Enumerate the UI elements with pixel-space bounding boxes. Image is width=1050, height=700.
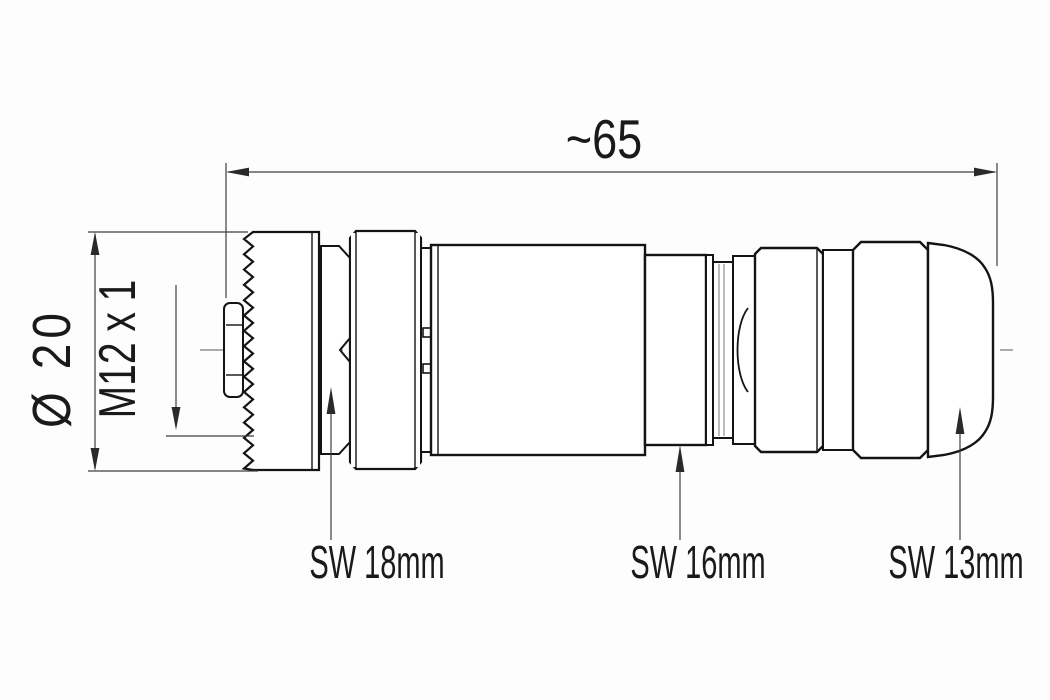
leader-sw16: SW 16mm — [630, 445, 766, 589]
knurl-ring-rear — [851, 240, 930, 460]
end-cone — [926, 241, 995, 459]
body-step — [643, 253, 714, 447]
hex-sw18 — [320, 245, 351, 455]
knurled-locking-ring — [348, 229, 423, 471]
connector-part — [223, 229, 995, 472]
spacer-ring — [822, 249, 854, 451]
dim-thread: M12 x 1 — [87, 280, 254, 437]
label-sw13: SW 13mm — [888, 537, 1023, 588]
coupling-nut — [241, 230, 321, 472]
connector-body — [429, 243, 647, 457]
label-sw16: SW 16mm — [630, 537, 765, 588]
dim-diameter: Ø 20 — [22, 231, 258, 472]
cable-gland-neck — [712, 255, 756, 445]
label-overall-length: ~65 — [566, 108, 642, 170]
label-diameter: Ø 20 — [22, 308, 82, 428]
label-sw18: SW 18mm — [309, 537, 444, 588]
label-thread: M12 x 1 — [87, 280, 146, 419]
dim-overall-length: ~65 — [225, 108, 998, 298]
leader-sw18: SW 18mm — [309, 387, 445, 589]
knurl-ring-front — [753, 246, 825, 454]
leader-sw13: SW 13mm — [888, 407, 1024, 589]
mating-tip — [223, 302, 244, 398]
